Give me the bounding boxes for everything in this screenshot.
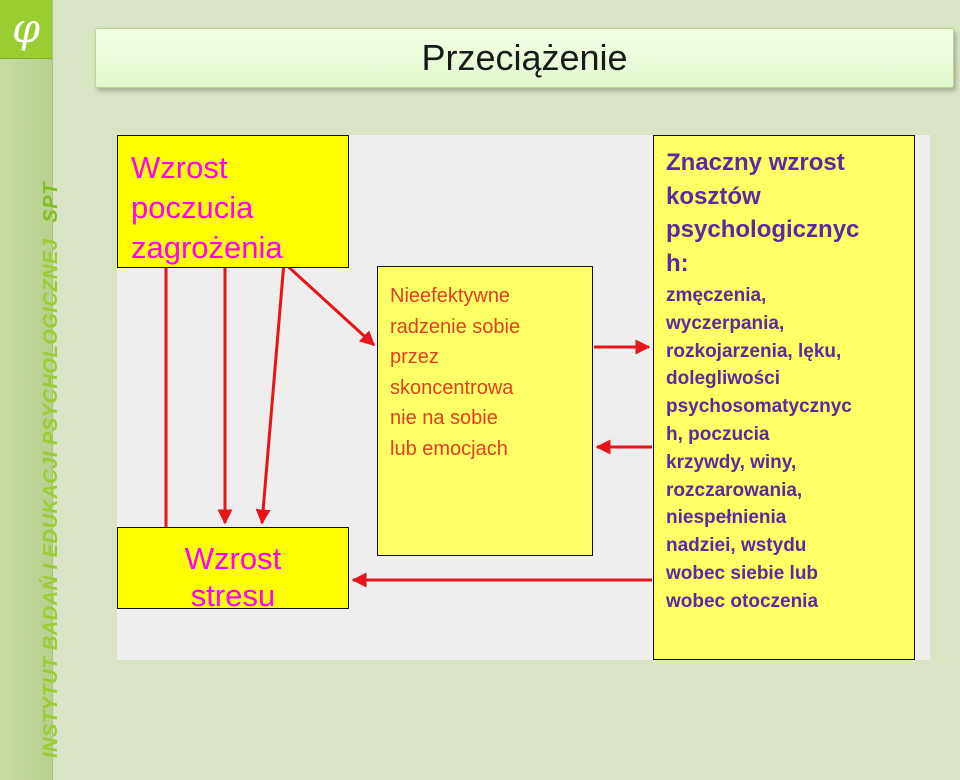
coping-line: przez: [390, 346, 439, 368]
stress-node: Wzrost stresu: [117, 527, 349, 613]
coping-line: radzenie sobie: [390, 315, 521, 338]
phi-logo-icon: φ: [0, 0, 52, 59]
costs-body-line: niespełnienia: [666, 507, 787, 529]
threat-line: zagrożenia: [131, 230, 283, 265]
institute-name: INSTYTUT BADAŃ I EDUKACJI PSYCHOLOGICZNE…: [40, 238, 62, 758]
institute-label: INSTYTUT BADAŃ I EDUKACJI PSYCHOLOGICZNE…: [40, 58, 63, 758]
costs-heading-line: psychologicznyc: [666, 216, 860, 243]
coping-node: Nieefektywne radzenie sobie przez skonce…: [377, 266, 593, 556]
stress-line: Wzrost: [184, 541, 282, 576]
costs-node: Znaczny wzrost kosztów psychologicznyc h…: [653, 135, 915, 660]
costs-body-line: rozczarowania,: [666, 479, 803, 501]
threat-line: Wzrost: [131, 150, 228, 185]
costs-heading: Znaczny wzrost kosztów psychologicznyc h…: [666, 146, 914, 280]
costs-body-line: zmęczenia,: [666, 285, 767, 306]
coping-line: Nieefektywne: [390, 285, 511, 307]
page-title: Przeciążenie: [421, 37, 628, 78]
costs-body-line: wobec siebie lub: [666, 562, 819, 584]
costs-heading-line: kosztów: [666, 182, 761, 210]
costs-body-line: krzywdy, winy,: [666, 451, 797, 473]
costs-body-line: rozkojarzenia, lęku,: [666, 340, 842, 362]
costs-body: zmęczenia, wyczerpania, rozkojarzenia, l…: [666, 282, 914, 616]
coping-line: skoncentrowa: [390, 376, 514, 399]
costs-body-line: h, poczucia: [666, 423, 770, 445]
costs-body-line: nadziei, wstydu: [666, 535, 807, 557]
threat-node: Wzrost poczucia zagrożenia: [117, 135, 349, 268]
costs-body-line: wobec otoczenia: [666, 590, 819, 612]
costs-heading-line: Znaczny wzrost: [666, 149, 845, 176]
costs-body-line: wyczerpania,: [666, 312, 785, 334]
costs-body-line: psychosomatycznyc: [666, 396, 852, 418]
threat-line: poczucia: [131, 190, 254, 225]
stress-line: stresu: [190, 578, 276, 613]
coping-line: lub emocjach: [390, 437, 508, 460]
costs-body-line: dolegliwości: [666, 368, 781, 390]
title-bar: Przeciążenie: [95, 28, 954, 88]
sidebar: φ INSTYTUT BADAŃ I EDUKACJI PSYCHOLOGICZ…: [0, 0, 62, 780]
coping-line: nie na sobie: [390, 407, 498, 429]
institute-abbreviation: SPT: [40, 182, 62, 223]
costs-heading-line: h:: [666, 249, 689, 277]
